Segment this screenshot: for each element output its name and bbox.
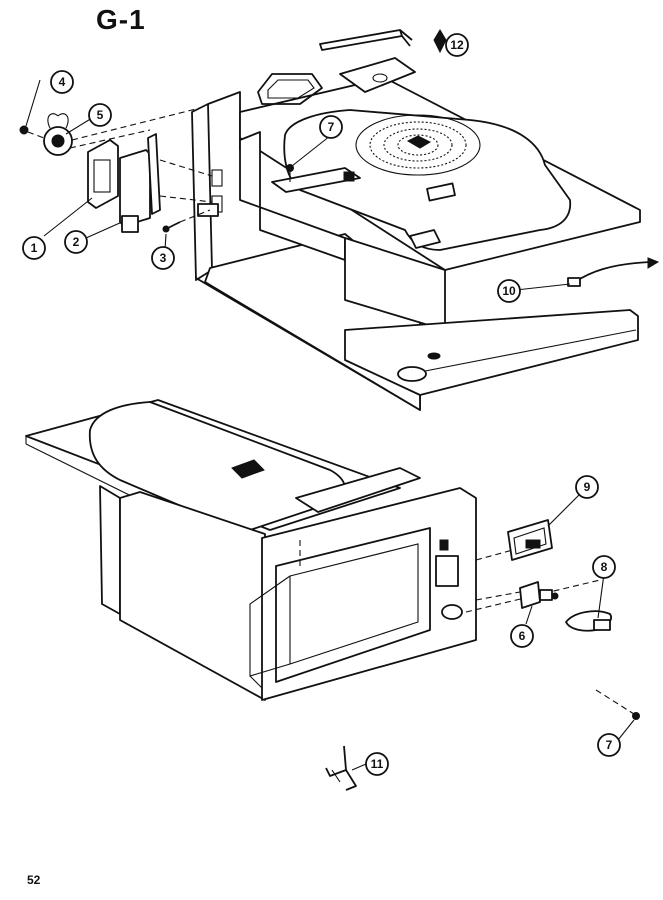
part-7-lower-screw (595, 689, 640, 720)
lower-cavity-assembly (25, 399, 601, 701)
callout-6-label: 6 (519, 629, 526, 643)
callout-9-label: 9 (584, 480, 591, 494)
top-handle (257, 73, 323, 105)
callout-12: 12 (445, 33, 469, 57)
callout-4-label: 4 (59, 75, 66, 89)
part-7-upper-screw (286, 164, 294, 182)
part-12-strip (319, 29, 447, 54)
callout-leaders (25, 39, 635, 771)
callout-7-upper: 7 (319, 115, 343, 139)
figure-title: G-1 (96, 4, 146, 35)
part-6-switch (519, 581, 559, 609)
upper-cabinet-assembly (191, 57, 641, 411)
callout-6: 6 (510, 624, 534, 648)
part-8-lever (565, 610, 612, 632)
part-9-bracket (507, 519, 553, 561)
callout-5-label: 5 (97, 108, 104, 122)
callout-3-label: 3 (160, 251, 167, 265)
oven-door-opening (275, 527, 431, 683)
callout-8: 8 (592, 555, 616, 579)
page-number: 52 (27, 873, 41, 887)
callout-1: 1 (22, 236, 46, 260)
callout-7-lower: 7 (597, 733, 621, 757)
part-10-wire (567, 257, 660, 287)
switch-assembly-parts (19, 107, 213, 233)
callout-11-label: 11 (371, 757, 384, 771)
callout-8-label: 8 (601, 560, 608, 574)
callout-12-label: 12 (450, 38, 464, 52)
callout-4: 4 (50, 70, 74, 94)
callout-10: 10 (497, 279, 521, 303)
callout-2-label: 2 (73, 235, 80, 249)
callout-7-lower-label: 7 (606, 738, 613, 752)
part-11-clip (325, 745, 357, 791)
callout-5: 5 (88, 103, 112, 127)
callout-1-label: 1 (31, 241, 38, 255)
callout-9: 9 (575, 475, 599, 499)
callout-2: 2 (64, 230, 88, 254)
left-side-panel (191, 103, 213, 281)
callout-11: 11 (365, 752, 389, 776)
callout-10-label: 10 (502, 284, 516, 298)
callout-3: 3 (151, 246, 175, 270)
callout-7-upper-label: 7 (328, 120, 335, 134)
vent-pattern (355, 114, 481, 176)
